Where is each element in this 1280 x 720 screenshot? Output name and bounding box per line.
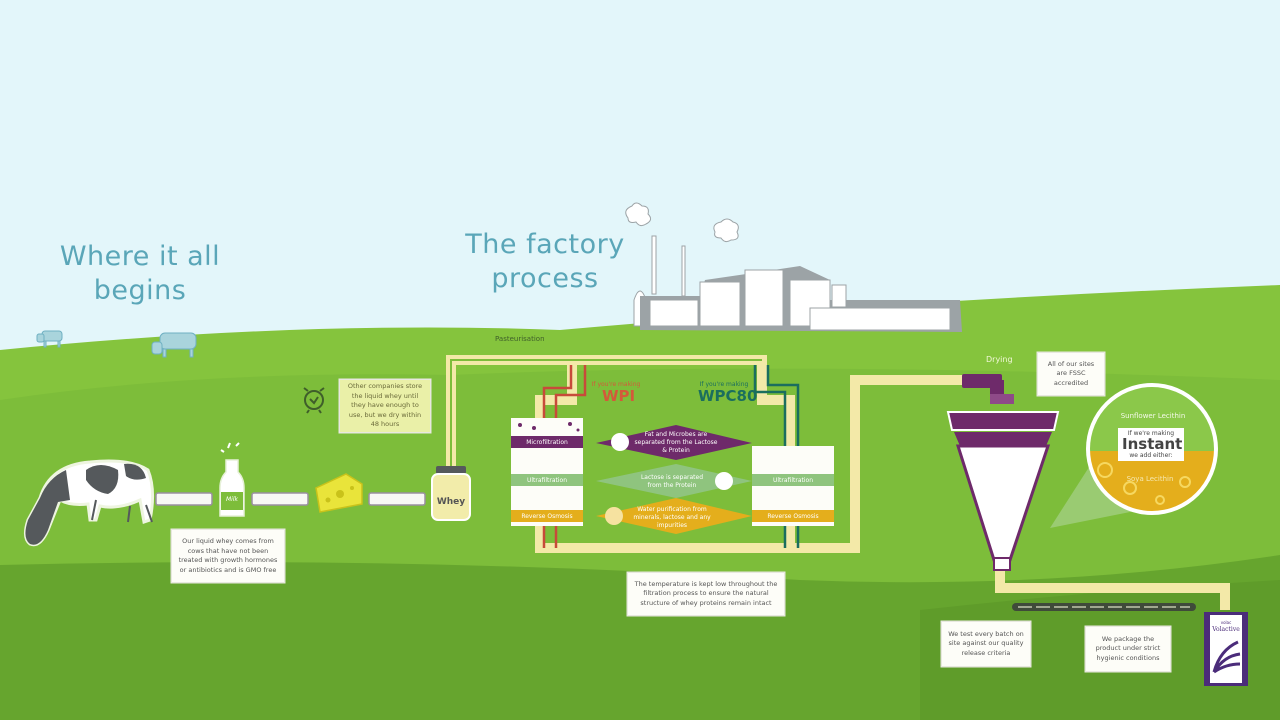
process-connector — [155, 492, 426, 506]
factory-process-title: The factory process — [455, 228, 635, 296]
package-brand-small: volac — [1220, 620, 1232, 625]
microfiltration-diamond — [596, 425, 752, 460]
distant-cow-icon — [151, 332, 197, 358]
milk-bottle-icon — [219, 442, 245, 517]
wpc80-prefix: If you're making — [699, 381, 749, 388]
title-line: process — [491, 263, 599, 294]
cow-icon — [23, 459, 155, 547]
wpc80-label: WPC80 — [698, 387, 758, 405]
wpi-label: WPI — [602, 387, 636, 405]
title-line: Where it all — [59, 241, 221, 272]
spray-dryer-icon — [946, 374, 1060, 571]
whey-jar-icon — [431, 466, 471, 521]
factory-illustration-icon — [625, 202, 962, 332]
where-it-all-begins-title: Where it all begins — [50, 240, 230, 308]
filter-column-right — [752, 446, 834, 526]
title-line: The factory — [465, 229, 625, 260]
fat-microbes-icon — [611, 433, 629, 451]
milk-label: Milk — [226, 496, 238, 503]
reverse-osmosis-label: Reverse Osmosis — [521, 513, 573, 520]
protein-icon — [715, 472, 733, 490]
ultrafiltration-label-right: Ultrafiltration — [773, 477, 813, 484]
instant-box: If we're making Instant we add either: — [1118, 428, 1184, 461]
reverse-osmosis-diamond — [596, 498, 752, 534]
distant-cow-icon — [36, 330, 63, 348]
ultrafiltration-description: Lactose is separated from the Protein — [640, 474, 704, 489]
alarm-clock-icon — [303, 387, 325, 414]
soya-lecithin-label: Soya Lecithin — [1126, 475, 1174, 483]
whey-label: Whey — [436, 497, 466, 507]
testing-note: We test every batch on site against our … — [942, 622, 1030, 666]
wpi-prefix: If you're making — [591, 381, 641, 388]
drying-label: Drying — [986, 355, 1013, 364]
ultrafiltration-label: Ultrafiltration — [527, 477, 567, 484]
pasteurisation-label: Pasteurisation — [495, 335, 545, 343]
ultrafiltration-diamond — [596, 464, 752, 498]
water-icon — [605, 507, 623, 525]
reverse-osmosis-label-right: Reverse Osmosis — [767, 513, 819, 520]
other-companies-note: Other companies store the liquid whey un… — [340, 380, 430, 432]
microfiltration-description: Fat and Microbes are separated from the … — [634, 431, 718, 454]
instant-line3: we add either: — [1129, 452, 1173, 459]
microfiltration-label: Microfiltration — [526, 439, 568, 446]
cheese-icon — [315, 473, 363, 513]
temperature-note: The temperature is kept low throughout t… — [628, 573, 784, 615]
title-line: begins — [93, 275, 187, 306]
volactive-package-icon — [1204, 612, 1248, 686]
filter-column-left — [511, 418, 583, 526]
fssc-note: All of our sites are FSSC accredited — [1038, 353, 1104, 395]
instant-line1: If we're making — [1127, 430, 1175, 437]
liquid-whey-note: Our liquid whey comes from cows that hav… — [172, 530, 284, 582]
reverse-osmosis-description: Water purification from minerals, lactos… — [633, 506, 711, 529]
packaging-note: We package the product under strict hygi… — [1086, 627, 1170, 671]
package-brand: Volactive — [1212, 626, 1240, 633]
sunflower-lecithin-label: Sunflower Lecithin — [1120, 412, 1186, 420]
instant-line2: Instant — [1122, 435, 1183, 453]
